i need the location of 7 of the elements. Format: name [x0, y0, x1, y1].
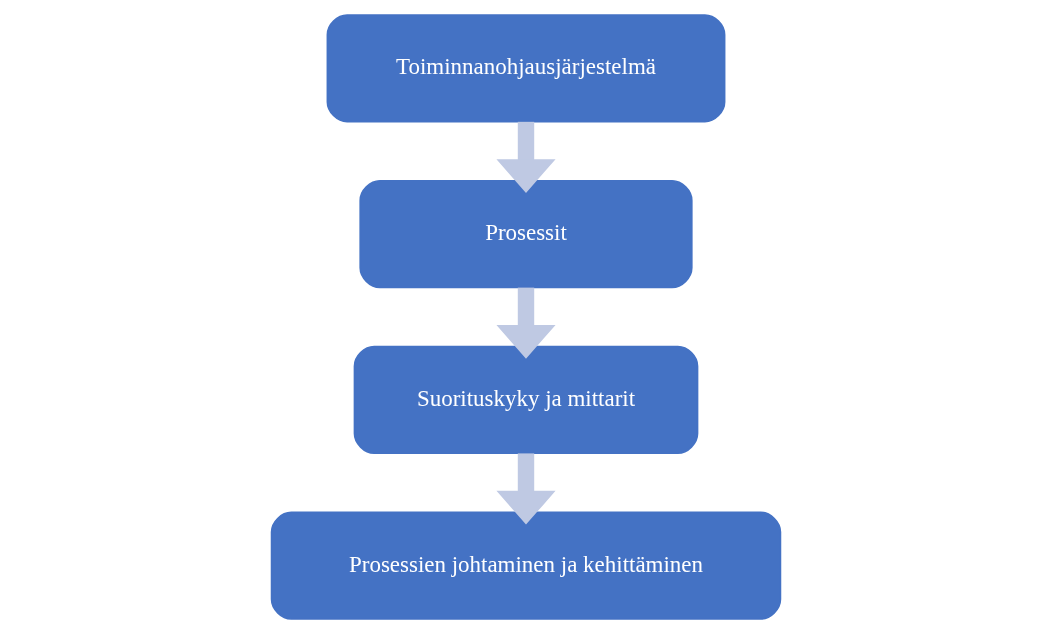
node-box: Prosessien johtaminen ja kehittäminen — [270, 511, 782, 620]
node-box: Suorituskyky ja mittarit — [353, 345, 699, 455]
arrow — [496, 287, 556, 359]
arrow — [496, 453, 556, 525]
arrow — [496, 121, 556, 193]
node-box: Toiminnanohjausjärjestelmä — [326, 14, 726, 123]
node-box: Prosessit — [359, 179, 693, 289]
